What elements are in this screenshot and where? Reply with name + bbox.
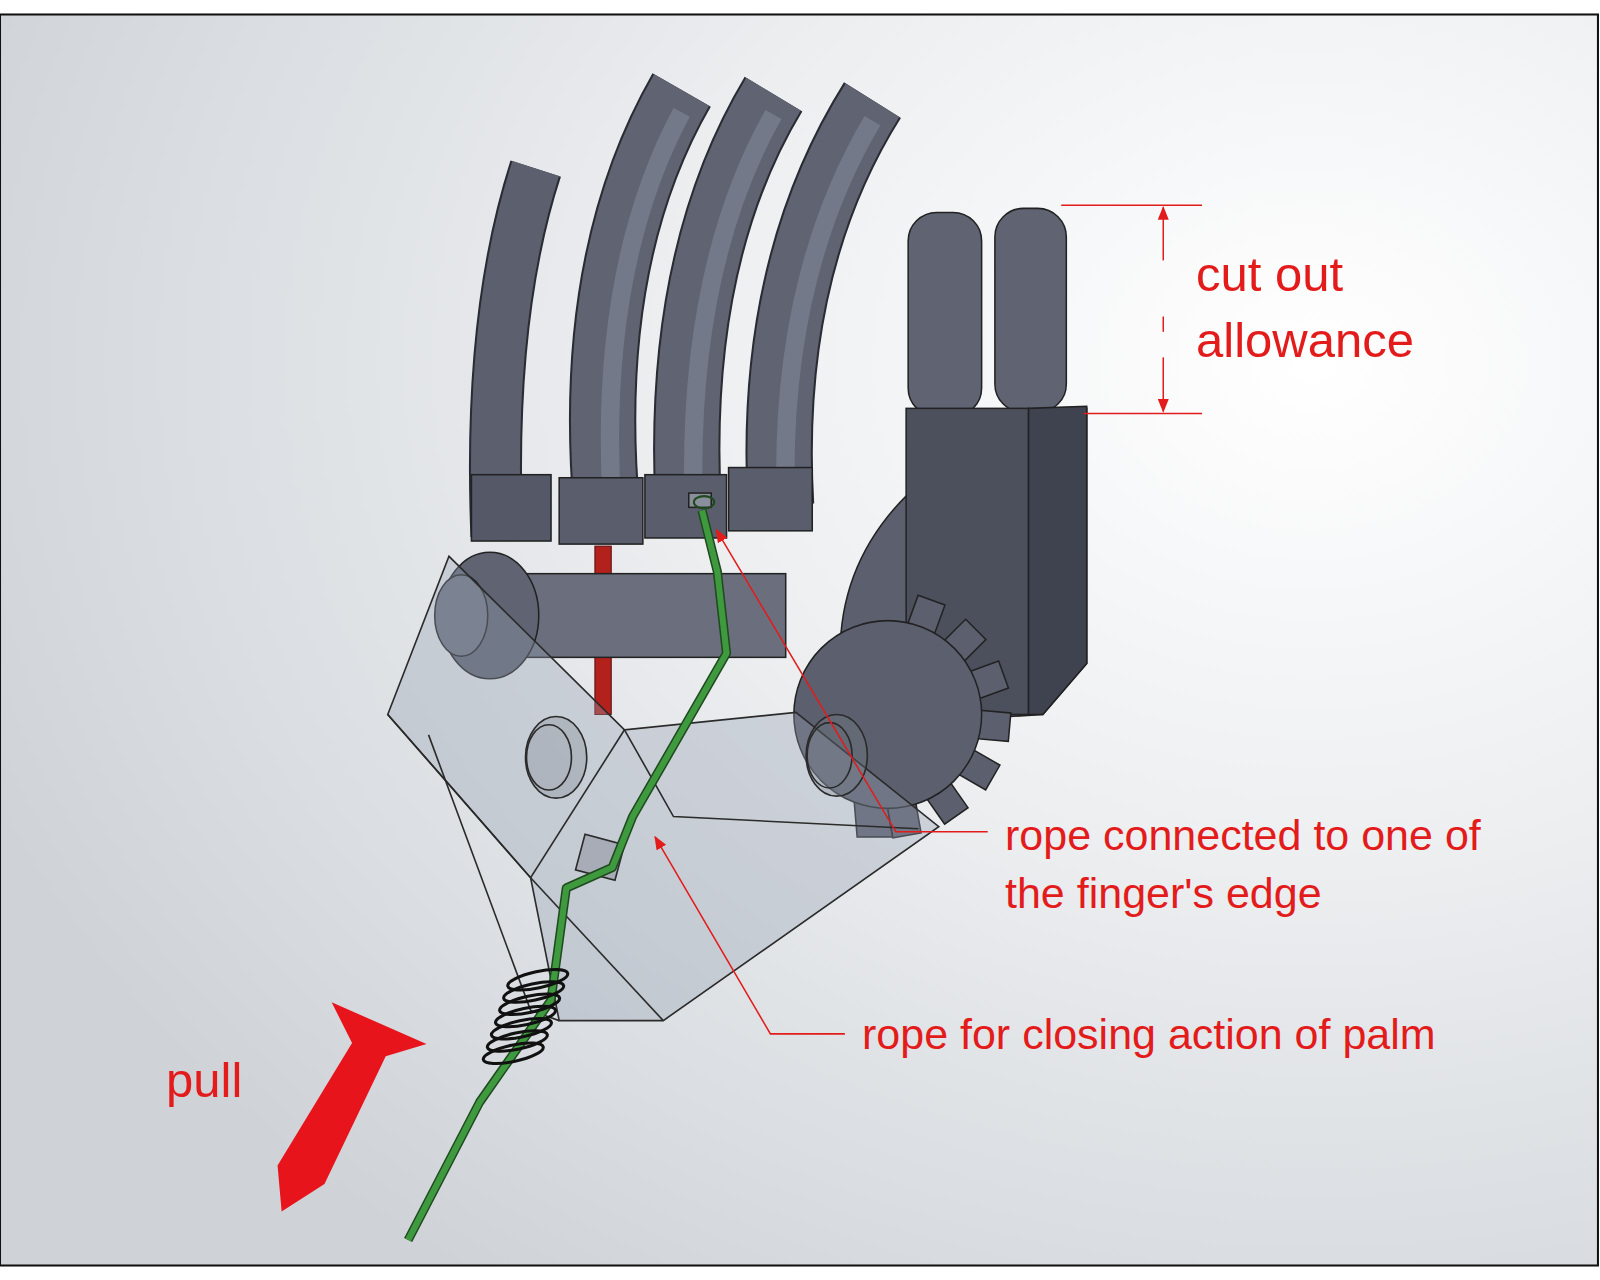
dimension-label: cut out allowance: [1196, 241, 1466, 373]
palm-housing: [388, 556, 939, 1020]
callout-label: rope for closing action of palm: [862, 1005, 1436, 1063]
spring: [482, 965, 570, 1067]
callout-label: rope connected to one of the finger's ed…: [1005, 806, 1545, 922]
finger-blocks: [471, 468, 812, 545]
leader-lines: [655, 530, 988, 1034]
pull-arrow: [278, 1002, 427, 1211]
frame: [0, 14, 1598, 1265]
action-label: pull: [166, 1050, 242, 1110]
rope: [408, 496, 726, 1240]
dimension: [1061, 205, 1202, 413]
fingers: [495, 90, 872, 536]
